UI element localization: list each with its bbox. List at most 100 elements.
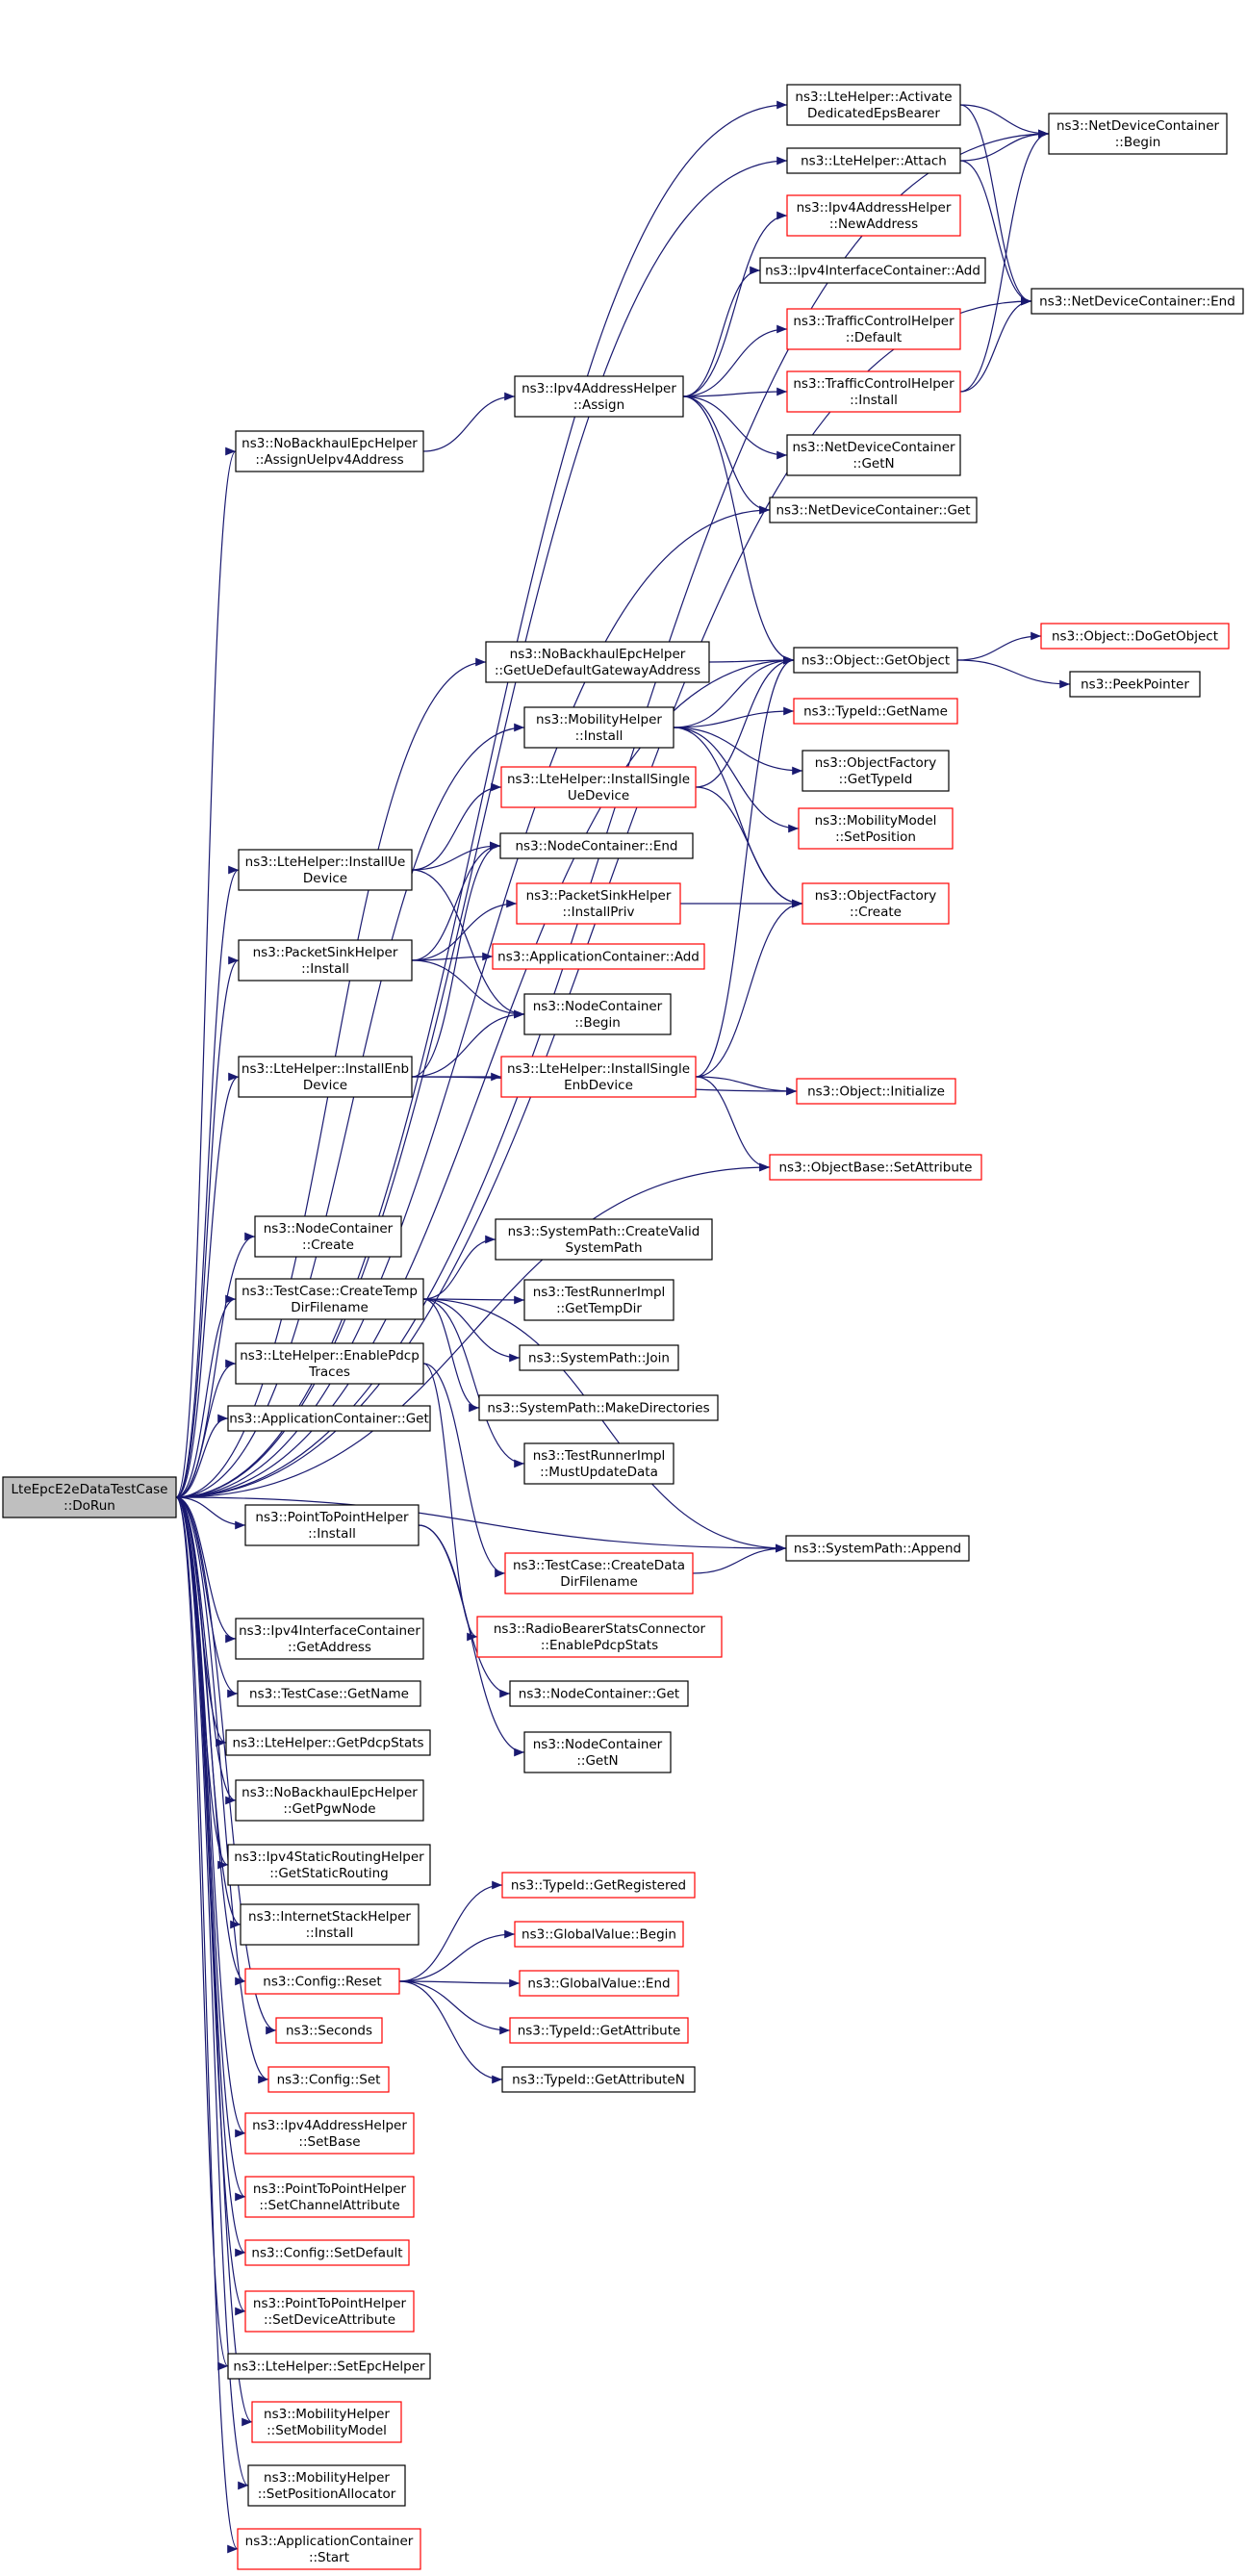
node-configSet[interactable]: ns3::Config::Set (267, 2066, 390, 2093)
node-box (785, 1535, 970, 1562)
node-newAddr[interactable]: ns3::Ipv4AddressHelper::NewAddress (786, 194, 961, 237)
node-ndcGetN[interactable]: ns3::NetDeviceContainer::GetN (786, 434, 961, 476)
node-appGet[interactable]: ns3::ApplicationContainer::Get (227, 1405, 431, 1432)
node-ndcBegin[interactable]: ns3::NetDeviceContainer::Begin (1048, 113, 1228, 155)
node-ipv4Assign[interactable]: ns3::Ipv4AddressHelper::Assign (514, 375, 684, 418)
node-tcGetName[interactable]: ns3::TestCase::GetName (237, 1680, 421, 1707)
node-getStaticRouting[interactable]: ns3::Ipv4StaticRoutingHelper::GetStaticR… (227, 1844, 431, 1886)
node-getObject[interactable]: ns3::Object::GetObject (793, 647, 958, 674)
node-box (793, 698, 958, 725)
node-doGetObject[interactable]: ns3::Object::DoGetObject (1040, 623, 1230, 650)
node-label: ::GetTypeId (839, 772, 913, 787)
node-setPosAlloc[interactable]: ns3::MobilityHelper::SetPositionAllocato… (247, 2464, 406, 2507)
node-objInit[interactable]: ns3::Object::Initialize (796, 1078, 956, 1105)
node-setMobModel[interactable]: ns3::MobilityHelper::SetMobilityModel (251, 2401, 402, 2443)
call-edge-installEnb-to-ncBegin (411, 1009, 525, 1078)
node-ishInstall[interactable]: ns3::InternetStackHelper::Install (240, 1903, 420, 1946)
node-attach[interactable]: ns3::LteHelper::Attach (786, 147, 961, 174)
node-ofCreate[interactable]: ns3::ObjectFactory::Create (802, 882, 950, 925)
node-ipv4SetBase[interactable]: ns3::Ipv4AddressHelper::SetBase (244, 2112, 415, 2155)
node-spAppend[interactable]: ns3::SystemPath::Append (785, 1535, 970, 1562)
node-ipv4icGetAddr[interactable]: ns3::Ipv4InterfaceContainer::GetAddress (235, 1618, 424, 1660)
node-label: ns3::TypeId::GetAttribute (518, 2024, 681, 2039)
node-box (227, 1844, 431, 1886)
node-activate[interactable]: ns3::LteHelper::ActivateDedicatedEpsBear… (786, 84, 961, 126)
node-tchDefault[interactable]: ns3::TrafficControlHelper::Default (786, 308, 961, 350)
node-ncGet[interactable]: ns3::NodeContainer::Get (509, 1680, 689, 1707)
node-psInstallPriv[interactable]: ns3::PacketSinkHelper::InstallPriv (516, 882, 681, 925)
node-label: DedicatedEpsBearer (807, 106, 940, 121)
node-getPdcpStats[interactable]: ns3::LteHelper::GetPdcpStats (225, 1729, 431, 1756)
node-ipv4icAdd[interactable]: ns3::Ipv4InterfaceContainer::Add (759, 257, 986, 284)
node-label: EnbDevice (564, 1078, 633, 1093)
node-spMakeDirs[interactable]: ns3::SystemPath::MakeDirectories (478, 1394, 719, 1421)
node-typeIdGetAttr[interactable]: ns3::TypeId::GetAttribute (509, 2017, 689, 2044)
node-root[interactable]: LteEpcE2eDataTestCase::DoRun (2, 1476, 177, 1518)
node-getPgwNode[interactable]: ns3::NoBackhaulEpcHelper::GetPgwNode (235, 1779, 424, 1822)
node-label: ::SetMobilityModel (267, 2423, 387, 2438)
node-mobInstall[interactable]: ns3::MobilityHelper::Install (523, 706, 674, 749)
node-typeIdGetAttrN[interactable]: ns3::TypeId::GetAttributeN (501, 2066, 696, 2093)
node-peekPointer[interactable]: ns3::PeekPointer (1069, 671, 1201, 698)
node-trMustUpdate[interactable]: ns3::TestRunnerImpl::MustUpdateData (523, 1442, 674, 1485)
node-label: ns3::LteHelper::InstallSingle (507, 772, 690, 787)
node-label: ns3::NetDeviceContainer (792, 440, 955, 455)
node-ncEnd[interactable]: ns3::NodeContainer::End (499, 832, 694, 859)
node-ncBegin[interactable]: ns3::NodeContainer::Begin (523, 993, 672, 1035)
node-box (476, 1616, 723, 1658)
node-box (1069, 671, 1201, 698)
node-typeIdGetName[interactable]: ns3::TypeId::GetName (793, 698, 958, 725)
node-gvBegin[interactable]: ns3::GlobalValue::Begin (514, 1921, 684, 1948)
node-ncGetN[interactable]: ns3::NodeContainer::GetN (523, 1731, 672, 1773)
node-spJoin[interactable]: ns3::SystemPath::Join (519, 1344, 679, 1371)
node-p2pSetDevice[interactable]: ns3::PointToPointHelper::SetDeviceAttrib… (244, 2290, 415, 2333)
node-label: ns3::GlobalValue::End (527, 1977, 670, 1992)
node-appStart[interactable]: ns3::ApplicationContainer::Start (237, 2528, 421, 2570)
call-edge-root-to-enablePdcp (175, 1359, 237, 1498)
node-tchInstall[interactable]: ns3::TrafficControlHelper::Install (786, 370, 961, 413)
node-box (227, 1405, 431, 1432)
node-configReset[interactable]: ns3::Config::Reset (244, 1968, 400, 1995)
node-ndcEnd[interactable]: ns3::NetDeviceContainer::End (1031, 288, 1244, 315)
node-gvEnd[interactable]: ns3::GlobalValue::End (519, 1970, 679, 1997)
node-box (244, 2176, 415, 2218)
node-psInstall[interactable]: ns3::PacketSinkHelper::Install (238, 939, 413, 982)
node-ncCreate[interactable]: ns3::NodeContainer::Create (254, 1215, 402, 1258)
node-label: ns3::TypeId::GetName (803, 704, 948, 720)
node-configSetDefault[interactable]: ns3::Config::SetDefault (244, 2239, 410, 2266)
node-assignUe[interactable]: ns3::NoBackhaulEpcHelper::AssignUeIpv4Ad… (235, 430, 424, 472)
node-rbsEnable[interactable]: ns3::RadioBearerStatsConnector::EnablePd… (476, 1616, 723, 1658)
node-label: ns3::LteHelper::Attach (801, 154, 947, 169)
node-label: ns3::SystemPath::MakeDirectories (487, 1401, 709, 1416)
call-edge-attach-to-ndcBegin (959, 129, 1050, 162)
node-setEpcHelper[interactable]: ns3::LteHelper::SetEpcHelper (227, 2353, 431, 2380)
node-ndcGet[interactable]: ns3::NetDeviceContainer::Get (769, 497, 978, 523)
node-p2pSetChannel[interactable]: ns3::PointToPointHelper::SetChannelAttri… (244, 2176, 415, 2218)
node-p2pInstall[interactable]: ns3::PointToPointHelper::Install (244, 1504, 420, 1546)
node-typeIdGetRegistered[interactable]: ns3::TypeId::GetRegistered (501, 1872, 696, 1899)
node-label: ns3::Config::Reset (263, 1975, 381, 1990)
node-box (238, 849, 413, 891)
node-label: ns3::SystemPath::Join (528, 1351, 670, 1366)
node-trGetTempDir[interactable]: ns3::TestRunnerImpl::GetTempDir (523, 1279, 674, 1321)
call-edge-installSingleEnb-to-objInit (695, 1076, 798, 1096)
call-edge-root-to-configReset (175, 1496, 246, 1986)
node-box (796, 1078, 956, 1105)
node-box (802, 882, 950, 925)
call-edge-root-to-installUe (175, 865, 240, 1498)
node-mmSetPos[interactable]: ns3::MobilityModel::SetPosition (798, 807, 954, 850)
node-getUeGw[interactable]: ns3::NoBackhaulEpcHelper::GetUeDefaultGa… (485, 641, 710, 683)
node-seconds[interactable]: ns3::Seconds (275, 2017, 383, 2044)
node-appAdd[interactable]: ns3::ApplicationContainer::Add (492, 943, 705, 970)
node-ofGetTypeId[interactable]: ns3::ObjectFactory::GetTypeId (802, 750, 950, 792)
node-obSetAttr[interactable]: ns3::ObjectBase::SetAttribute (769, 1154, 982, 1181)
node-label: ns3::MobilityHelper (264, 2407, 390, 2422)
